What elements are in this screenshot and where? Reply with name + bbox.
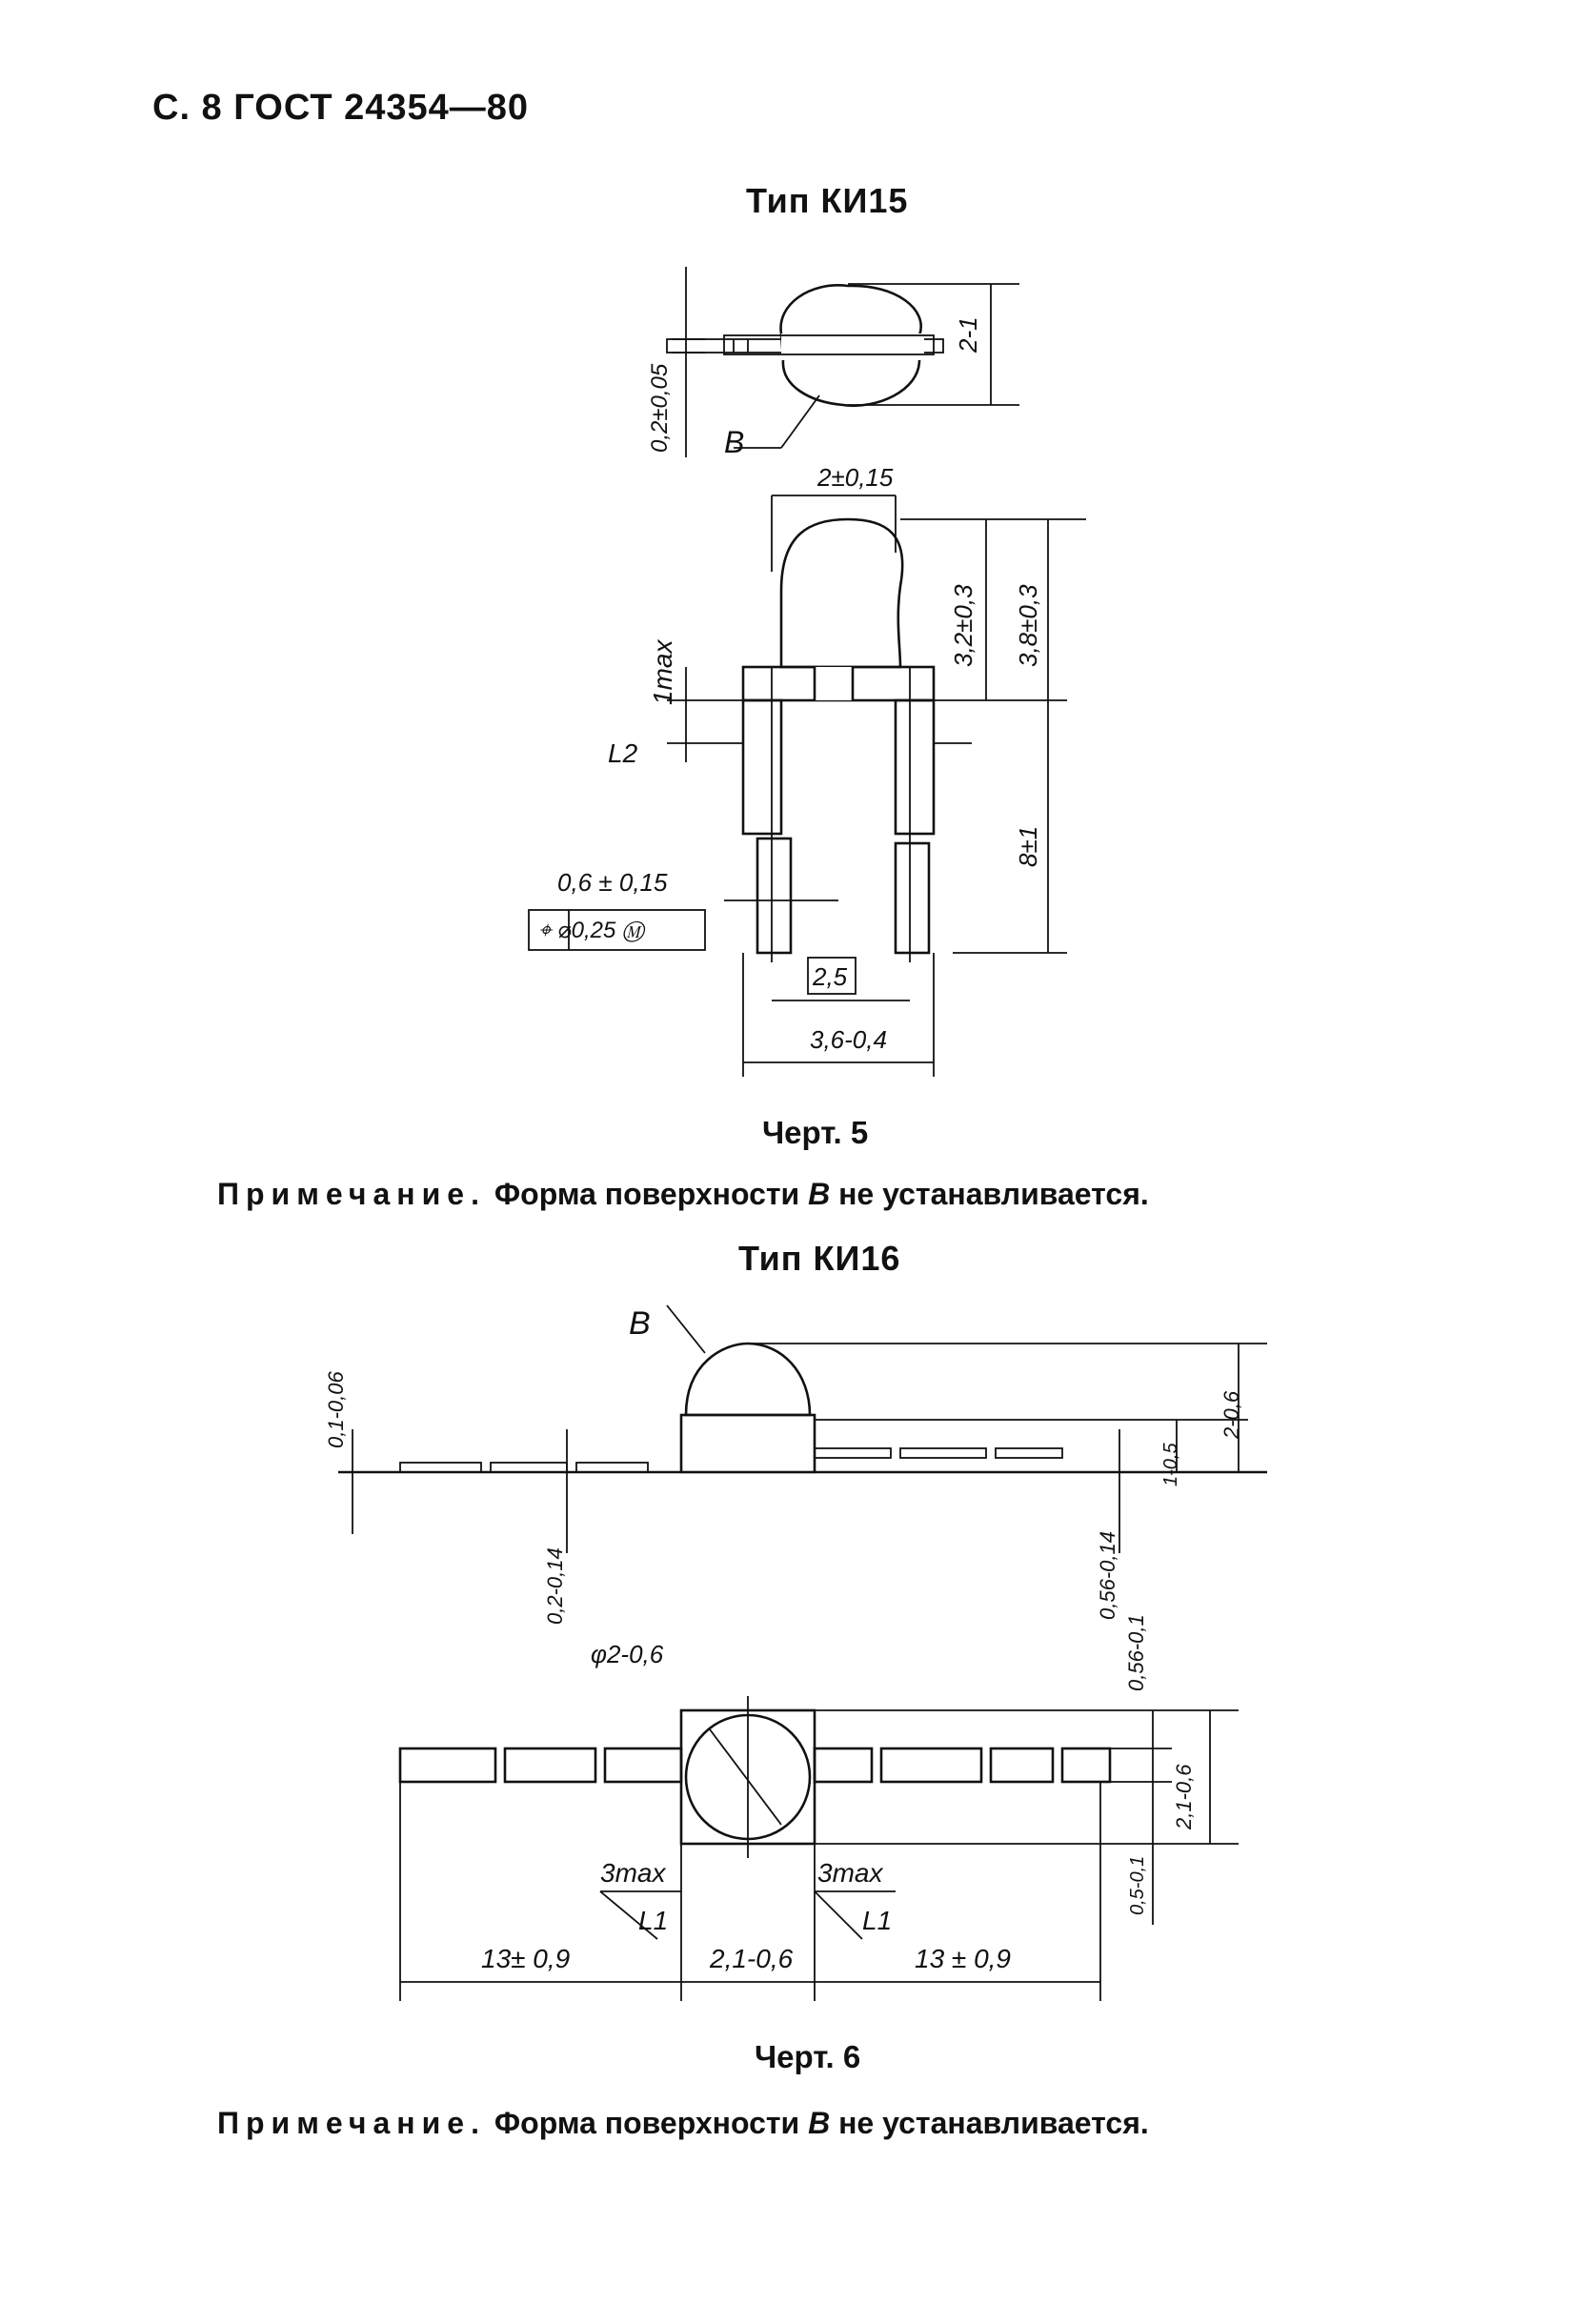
fig5-wbody-label: 2±0,15 <box>816 463 894 492</box>
fig5-note: Примечание. Форма поверхности B не устан… <box>217 1177 1149 1212</box>
fig5-leadw-label: 0,6 ± 0,15 <box>557 868 668 897</box>
fig5-pitch-label: 2,5 <box>812 962 848 991</box>
fig5-htop-label: 2-1 <box>954 316 982 354</box>
fig6-b-label: B <box>629 1305 651 1342</box>
fig5-title: Тип КИ15 <box>746 181 909 220</box>
fig6-note-var: B <box>808 2106 831 2140</box>
fig5-leadlen-label: 8±1 <box>1014 826 1042 867</box>
fig5-l2-label: L2 <box>608 738 638 768</box>
fig6-title: Тип КИ16 <box>738 1239 901 1278</box>
fig6-note-prefix: Примечание. <box>217 2106 486 2140</box>
fig5-note-prefix: Примечание. <box>217 1177 486 1211</box>
fig5-front-view <box>528 495 1086 1077</box>
fig5-tolframe-label: ⌖ ⌀0,25 Ⓜ <box>538 918 646 943</box>
fig6-note: Примечание. Форма поверхности B не устан… <box>217 2106 1149 2141</box>
fig6-056b-label: 0,56-0,1 <box>1124 1614 1148 1691</box>
fig5-note-end: не устанавливается. <box>830 1177 1149 1211</box>
fig6-height-label: 2-0,6 <box>1219 1390 1243 1440</box>
fig6-lenl-label: 13± 0,9 <box>481 1944 570 1973</box>
fig6-l1l-label: L1 <box>638 1906 668 1935</box>
fig6-side-view <box>338 1304 1267 1553</box>
fig6-l1r-label: L1 <box>862 1906 892 1935</box>
fig6-leadgap-label: 0,2-0,14 <box>543 1547 567 1625</box>
fig5-note-var: B <box>808 1177 831 1211</box>
fig6-caption: Черт. 6 <box>755 2039 861 2074</box>
fig6-top-view <box>398 1696 1239 2001</box>
fig6-056a-label: 0,56-0,14 <box>1096 1531 1119 1620</box>
fig6-wsq-label: 2,1-0,6 <box>1172 1764 1196 1830</box>
fig6-maxl-label: 3max <box>600 1858 666 1888</box>
fig6-dia-label: φ2-0,6 <box>591 1640 664 1668</box>
page-header: С. 8 ГОСТ 24354—80 <box>152 88 530 128</box>
fig5-caption: Черт. 5 <box>762 1115 869 1150</box>
fig5-b-label: B <box>724 425 744 459</box>
fig6-leadt-label: 0,1-0,06 <box>324 1371 348 1448</box>
fig6-lenr-label: 13 ± 0,9 <box>915 1944 1011 1973</box>
fig5-top-view <box>666 267 1019 457</box>
fig6-maxr-label: 3max <box>817 1858 883 1888</box>
fig5-htotal-label: 3,8±0,3 <box>1014 584 1042 667</box>
fig6-lenmid-label: 2,1-0,6 <box>709 1944 794 1973</box>
fig5-lmax-label: 1max <box>648 639 677 705</box>
fig6-note-end: не устанавливается. <box>830 2106 1149 2140</box>
fig5-note-body: Форма поверхности <box>494 1177 809 1211</box>
fig5-span-label: 3,6-0,4 <box>810 1025 887 1054</box>
fig6-baseh-label: 1-0,5 <box>1160 1443 1181 1486</box>
fig6-05-label: 0,5-0,1 <box>1127 1856 1148 1915</box>
fig6-note-body: Форма поверхности <box>494 2106 809 2140</box>
fig5-thk-label: 0,2±0,05 <box>647 363 673 453</box>
fig5-hbody-label: 3,2±0,3 <box>949 584 977 667</box>
